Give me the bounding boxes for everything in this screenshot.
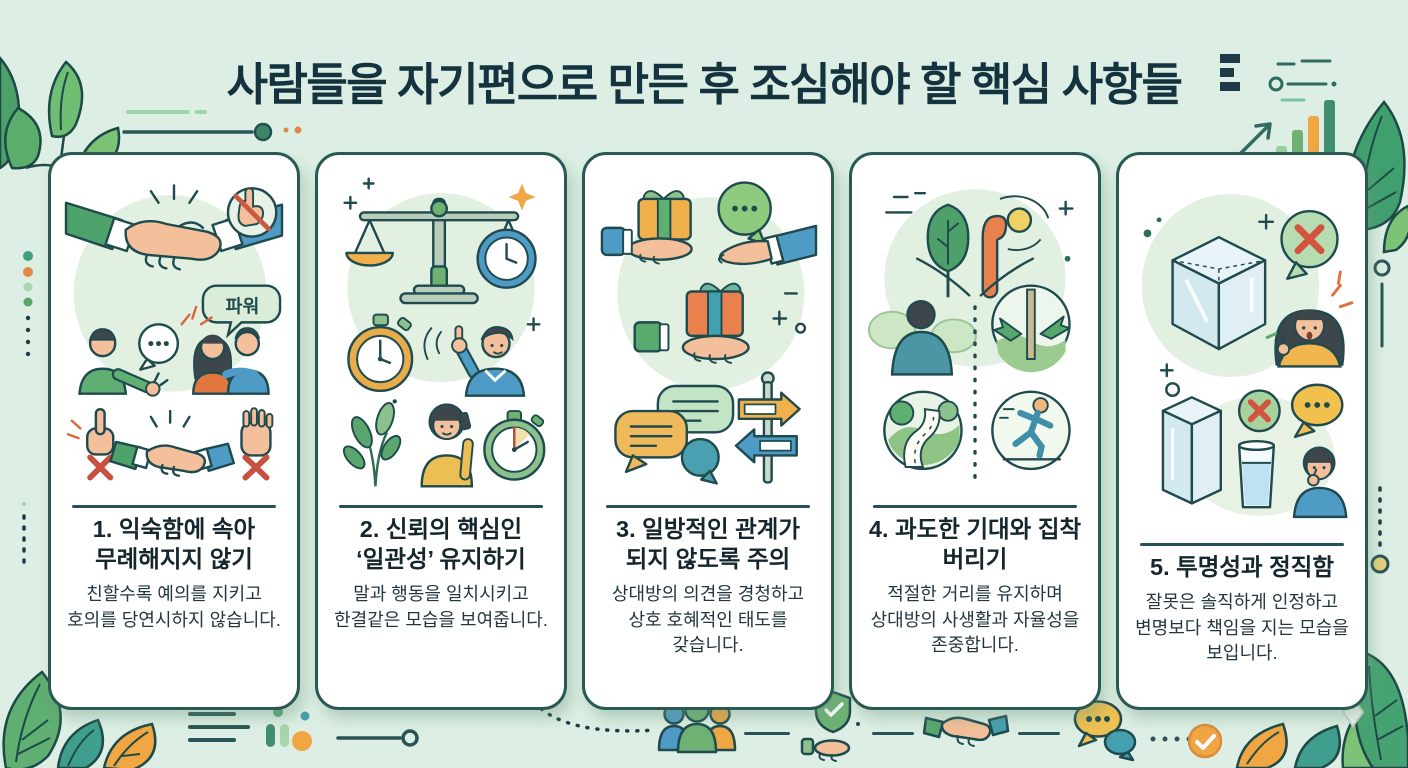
talking-woman bbox=[1265, 270, 1354, 368]
dots-speech-bubble bbox=[1290, 383, 1344, 439]
card-1-title: 1. 익숙함에 속아 무례해지지 않기 bbox=[92, 516, 256, 573]
bottom-left-leaves bbox=[2, 670, 157, 768]
glass-cube-icon bbox=[1171, 236, 1267, 351]
footer-connector-line bbox=[872, 732, 914, 735]
clock-icon bbox=[476, 228, 537, 289]
no-speech-bubble bbox=[1280, 209, 1339, 280]
footer-dots-cluster-icon bbox=[266, 707, 312, 751]
right-edge-ornament bbox=[1370, 259, 1391, 574]
footer-connector-line bbox=[1018, 732, 1060, 735]
sparkle-lines bbox=[149, 184, 199, 204]
glass-prism-icon bbox=[1161, 396, 1222, 505]
distance-illustration bbox=[867, 189, 1074, 481]
path-circle bbox=[883, 390, 963, 471]
card-divider bbox=[339, 505, 543, 508]
forbidden-handshake bbox=[66, 407, 274, 481]
signpost-icon bbox=[734, 371, 801, 484]
card-4: 4. 과도한 기대와 집착 버리기 적절한 거리를 유지하며 상대방의 사생활과… bbox=[849, 152, 1101, 710]
card-4-title: 4. 과도한 기대와 집착 버리기 bbox=[868, 516, 1082, 573]
cards-row: 파워 bbox=[48, 152, 1368, 710]
page-title: 사람들을 자기편으로 만든 후 조심해야 할 핵심 사항들 bbox=[226, 59, 1183, 110]
water-glass-icon bbox=[1237, 439, 1276, 509]
footer-chat-bubbles-icon bbox=[1073, 700, 1137, 762]
stopwatch-yellow-icon bbox=[347, 313, 414, 393]
card-5: 5. 투명성과 정직함 잘못은 솔직하게 인정하고 변명보다 책임을 지는 모습… bbox=[1116, 152, 1368, 710]
card-divider bbox=[72, 505, 276, 508]
left-edge-dots bbox=[21, 251, 33, 572]
card-1: 파워 bbox=[48, 152, 300, 710]
card-divider bbox=[873, 505, 1077, 508]
card-2-title: 2. 신뢰의 핵심인 ‘일관성’ 유지하기 bbox=[356, 516, 526, 573]
card-5-body: 잘못은 솔직하게 인정하고 변명보다 책임을 지는 모습을 보입니다. bbox=[1135, 592, 1349, 664]
card-1-body: 친할수록 예의를 지키고 호의를 당연시하지 않습니다. bbox=[67, 584, 281, 630]
diverging-arrows-circle bbox=[991, 284, 1071, 373]
card-3: 3. 일방적인 관계가 되지 않도록 주의 상대방의 의견을 경청하고 상호 호… bbox=[582, 152, 834, 710]
pointing-man bbox=[423, 325, 526, 397]
menu-blocks-icon bbox=[1220, 54, 1240, 91]
footer-people-group-icon bbox=[657, 697, 737, 754]
card-2: 2. 신뢰의 핵심인 ‘일관성’ 유지하기 말과 행동을 일치시키고 한결같은 … bbox=[315, 152, 567, 710]
people-talking bbox=[78, 305, 270, 397]
conversation-bubbles bbox=[614, 384, 735, 485]
power-bubble-text: 파워 bbox=[226, 296, 260, 317]
small-sparkles bbox=[772, 292, 807, 334]
card-2-body: 말과 행동을 일치시키고 한결같은 모습을 보여줍니다. bbox=[334, 584, 548, 630]
handshake-respect-illustration: 파워 bbox=[64, 184, 284, 481]
runner-circle bbox=[991, 390, 1071, 471]
card-3-title: 3. 일방적인 관계가 되지 않도록 주의 bbox=[616, 516, 800, 573]
balance-scale-icon bbox=[345, 197, 533, 305]
footer-handshake-icon bbox=[922, 699, 1010, 747]
stopwatch-green-icon bbox=[483, 410, 546, 481]
footer-check-circle-icon bbox=[1187, 723, 1223, 759]
card-divider bbox=[606, 505, 810, 508]
plant-icon bbox=[342, 399, 402, 487]
card-3-body: 상대방의 의견을 경청하고 상호 호혜적인 태도를 갖습니다. bbox=[611, 584, 805, 656]
card-divider bbox=[1140, 543, 1344, 546]
consistency-illustration bbox=[342, 177, 546, 488]
star-sparkle bbox=[508, 183, 536, 211]
footer-menu-lines-icon bbox=[188, 712, 250, 742]
title-left-ornament bbox=[122, 110, 302, 142]
reciprocity-illustration bbox=[600, 181, 818, 485]
phone-call-man bbox=[420, 403, 474, 488]
footer-connector-line bbox=[744, 732, 790, 735]
thinking-man bbox=[1292, 446, 1348, 519]
power-speech-bubble: 파워 bbox=[201, 284, 282, 339]
person-back-view bbox=[867, 299, 977, 376]
card-5-title: 5. 투명성과 정직함 bbox=[1150, 554, 1334, 580]
no-rude-gesture-icon bbox=[226, 187, 278, 238]
trees-icon bbox=[926, 195, 1050, 299]
gift-giving-hands bbox=[600, 181, 818, 364]
diverging-branches bbox=[915, 257, 1035, 297]
transparency-illustration bbox=[1141, 193, 1354, 519]
card-4-body: 적절한 거리를 유지하며 상대방의 사생활과 자율성을 존중합니다. bbox=[870, 584, 1080, 656]
bottom-right-leaves bbox=[1235, 650, 1408, 768]
footer-line-node-icon bbox=[336, 729, 419, 747]
no-circle-icon bbox=[1237, 389, 1281, 433]
